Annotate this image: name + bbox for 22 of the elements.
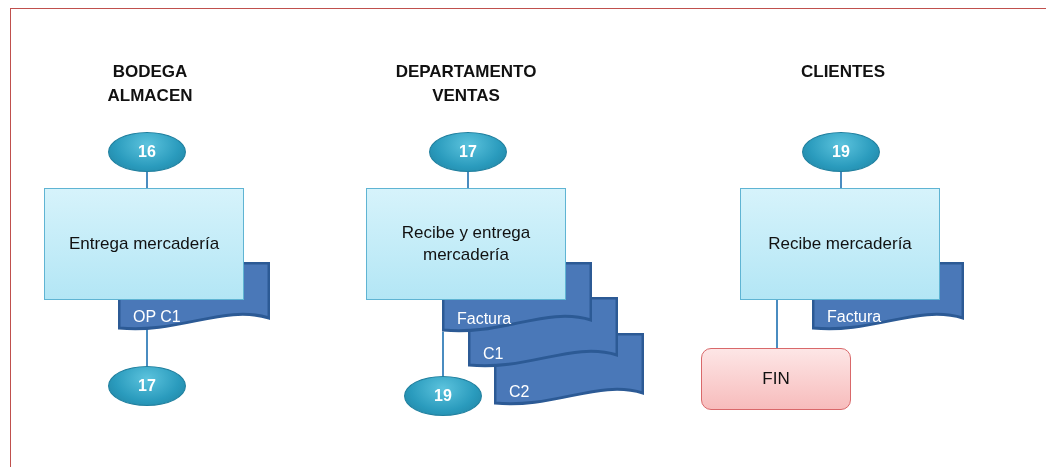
connector-line (146, 171, 148, 189)
connector-oval: 17 (429, 132, 507, 172)
lane-heading: BODEGA ALMACEN (106, 61, 194, 107)
terminator-box: FIN (701, 348, 851, 410)
document-label: C2 (509, 383, 530, 401)
connector-line (776, 299, 778, 349)
connector-line (467, 171, 469, 189)
connector-line (840, 171, 842, 189)
document-label: OP C1 (133, 308, 181, 326)
document-label: Factura (457, 310, 512, 328)
connector-oval: 16 (108, 132, 186, 172)
lane-heading: CLIENTES (799, 61, 887, 83)
process-box: Recibe mercadería (740, 188, 940, 300)
process-box: Entrega mercadería (44, 188, 244, 300)
connector-oval: 19 (802, 132, 880, 172)
connector-oval: 17 (108, 366, 186, 406)
document-label: Factura (827, 308, 882, 326)
document-label: C1 (483, 345, 504, 363)
connector-oval: 19 (404, 376, 482, 416)
process-box: Recibe y entrega mercadería (366, 188, 566, 300)
connector-line (442, 330, 444, 377)
lane-heading: DEPARTAMENTO VENTAS (394, 61, 538, 107)
